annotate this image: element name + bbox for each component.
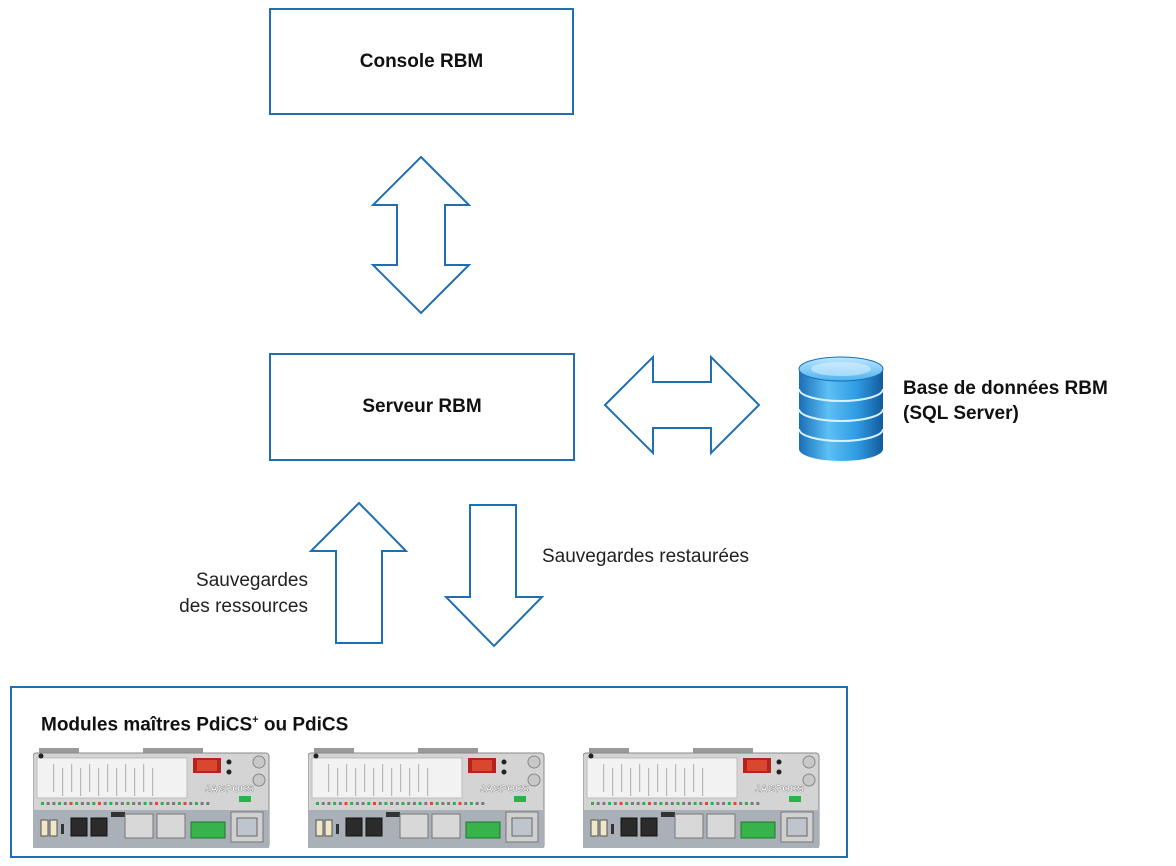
modules-title-part1: Modules maîtres PdiCS	[41, 714, 253, 736]
database-icon	[798, 356, 884, 461]
double-arrow-server-database	[603, 354, 761, 456]
console-rbm-box: Console RBM	[269, 8, 574, 115]
down-arrow-restored	[443, 504, 545, 648]
svg-text:JAGPOCS: JAGPOCS	[755, 784, 804, 795]
svg-text:JAGPOCS: JAGPOCS	[205, 784, 254, 795]
modules-title-sup: +	[252, 714, 259, 726]
double-arrow-console-server	[370, 155, 472, 315]
up-arrow-backups	[308, 501, 409, 644]
database-label: Base de données RBM (SQL Server)	[903, 376, 1108, 426]
modules-title-part2: ou PdiCS	[258, 714, 349, 736]
console-rbm-label: Console RBM	[359, 50, 484, 72]
server-rbm-box: Serveur RBM	[269, 353, 575, 461]
pdics-module-image: JAGPOCS	[583, 748, 820, 848]
backups-label-line2: des ressources	[179, 596, 308, 617]
database-label-line2: (SQL Server)	[903, 403, 1019, 424]
database-label-line1: Base de données RBM	[903, 378, 1108, 399]
backups-label: Sauvegardes des ressources	[179, 568, 308, 620]
modules-title: Modules maîtres PdiCS+ ou PdiCS	[41, 714, 348, 736]
server-rbm-label: Serveur RBM	[362, 396, 482, 417]
backups-label-line1: Sauvegardes	[196, 570, 308, 591]
restored-backups-label: Sauvegardes restaurées	[542, 546, 750, 567]
pdics-module-image: JAGPOCS	[33, 748, 270, 848]
pdics-module-image: JAGPOCS	[308, 748, 545, 848]
svg-text:JAGPOCS: JAGPOCS	[480, 784, 529, 795]
